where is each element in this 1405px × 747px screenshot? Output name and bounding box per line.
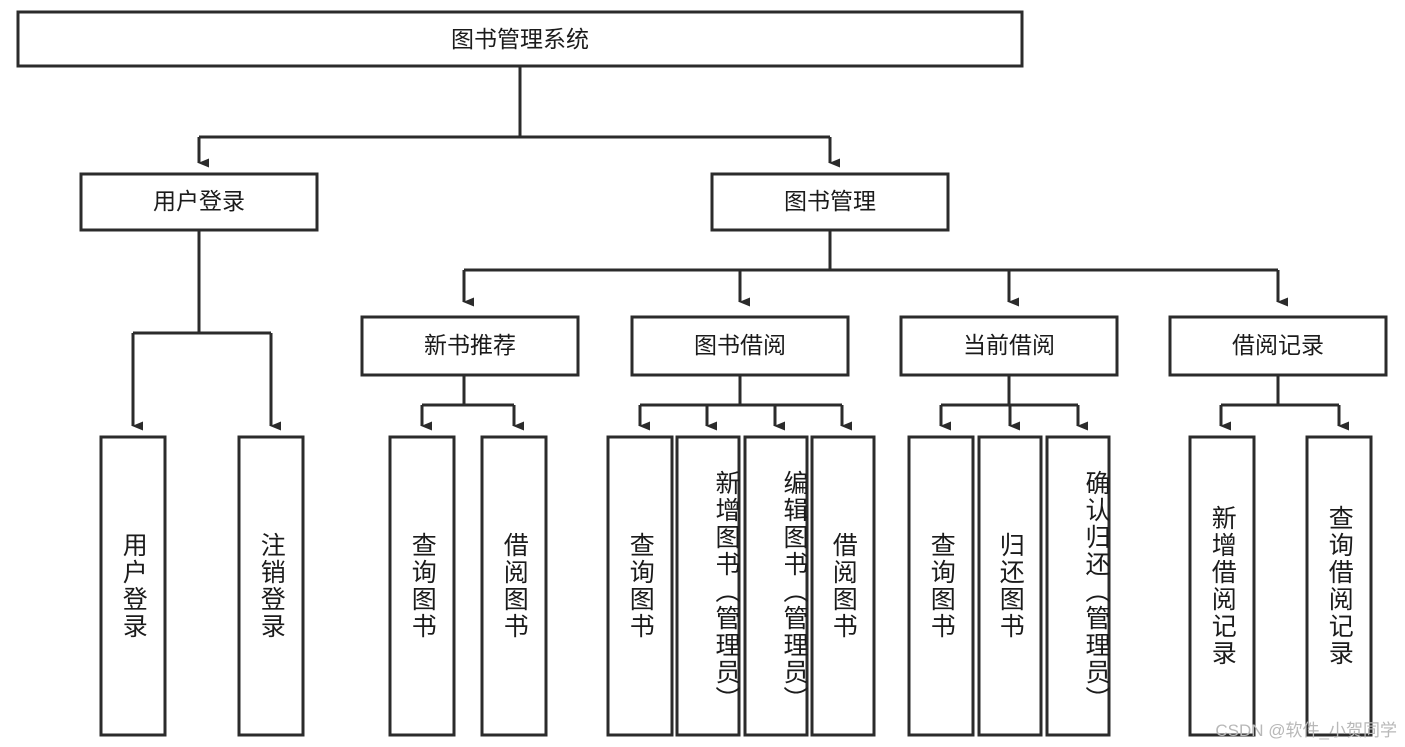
node-leaf-add-record-box[interactable] <box>1188 435 1256 737</box>
node-leaf-borrow-book-2-box[interactable] <box>810 435 876 737</box>
node-new-book-recommend-label: 新书推荐 <box>424 332 516 358</box>
node-root-box[interactable] <box>16 10 1024 68</box>
node-user-login[interactable]: 用户登录 <box>79 172 319 232</box>
node-book-management-label: 图书管理 <box>784 188 876 214</box>
node-current-borrow-box[interactable] <box>899 315 1119 377</box>
node-current-borrow[interactable]: 当前借阅 <box>899 315 1119 377</box>
connector-root-to-level2 <box>197 66 840 168</box>
node-current-borrow-label: 当前借阅 <box>963 332 1055 358</box>
node-leaf-confirm-return-box[interactable] <box>1045 435 1111 737</box>
node-leaf-add-book-box[interactable] <box>675 435 741 737</box>
csdn-watermark: CSDN @软件_小贺同学 <box>1215 721 1397 740</box>
node-user-login-box[interactable] <box>79 172 319 232</box>
node-user-login-label: 用户登录 <box>153 188 245 214</box>
node-root[interactable]: 图书管理系统 <box>16 10 1024 68</box>
node-new-book-recommend[interactable]: 新书推荐 <box>360 315 580 377</box>
connector-bookmgmt-to-level3 <box>462 230 1288 307</box>
connector-bookborrow-to-leaves <box>638 375 852 431</box>
node-book-management[interactable]: 图书管理 <box>710 172 950 232</box>
node-borrow-record-box[interactable] <box>1168 315 1388 377</box>
node-leaf-user-login-box[interactable] <box>99 435 167 737</box>
node-root-label: 图书管理系统 <box>451 26 589 52</box>
node-borrow-record-label: 借阅记录 <box>1232 332 1324 358</box>
node-book-management-box[interactable] <box>710 172 950 232</box>
node-book-borrow[interactable]: 图书借阅 <box>630 315 850 377</box>
connector-userlogin-to-leaves <box>131 230 281 431</box>
node-leaf-return-book-box[interactable] <box>977 435 1043 737</box>
node-leaf-edit-book-box[interactable] <box>743 435 809 737</box>
connector-currentborrow-to-leaves <box>939 375 1088 431</box>
node-leaf-query-book-2-box[interactable] <box>606 435 674 737</box>
node-borrow-record[interactable]: 借阅记录 <box>1168 315 1388 377</box>
node-new-book-recommend-box[interactable] <box>360 315 580 377</box>
node-leaf-borrow-book-1-box[interactable] <box>480 435 548 737</box>
node-book-borrow-box[interactable] <box>630 315 850 377</box>
leaf-boxes <box>99 435 1373 737</box>
node-leaf-query-record-box[interactable] <box>1305 435 1373 737</box>
node-leaf-user-logout-box[interactable] <box>237 435 305 737</box>
node-book-borrow-label: 图书借阅 <box>694 332 786 358</box>
node-leaf-query-book-3-box[interactable] <box>907 435 975 737</box>
connector-borrowrecord-to-leaves <box>1219 375 1349 431</box>
connector-newbook-to-leaves <box>420 375 524 431</box>
node-leaf-query-book-1-box[interactable] <box>388 435 456 737</box>
